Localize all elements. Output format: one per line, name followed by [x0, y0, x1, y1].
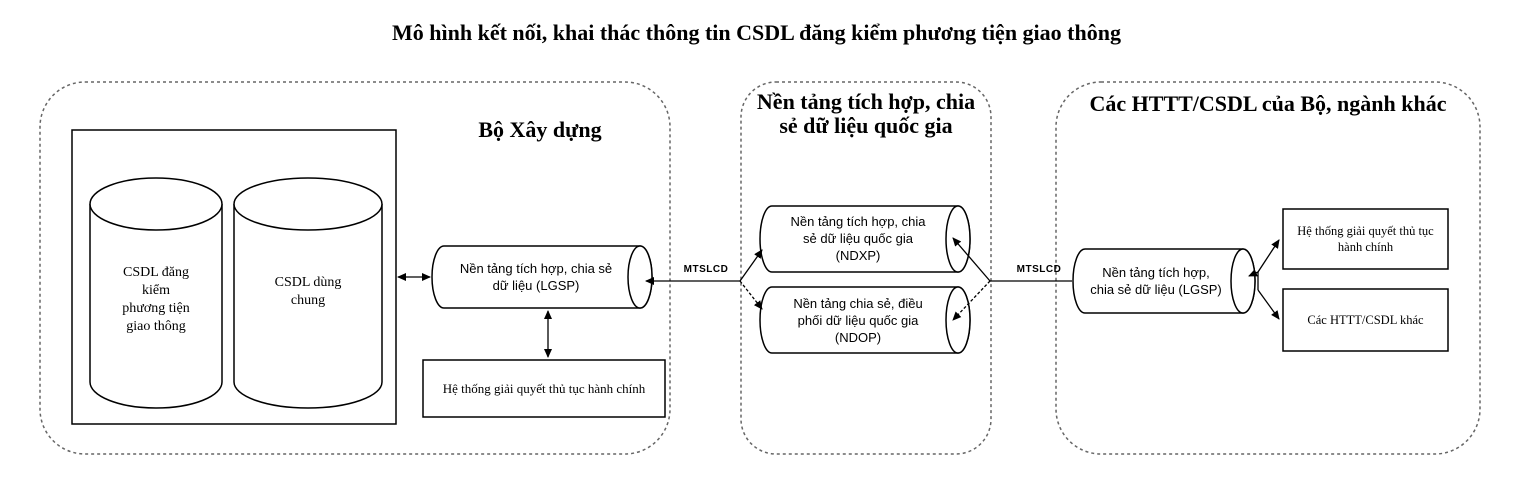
connector-label-right: MTSLCD [1016, 264, 1062, 275]
admin-system-left-box [422, 359, 666, 418]
platform-ndxp-line1: Nền tảng tích hợp, chia [790, 213, 926, 229]
platform-ndop-label: Nền tảng chia sẻ, điều phối dữ liệu quốc… [762, 290, 954, 350]
page-title: Mô hình kết nối, khai thác thông tin CSD… [392, 20, 1121, 45]
group-national-title-line2: sẻ dữ liệu quốc gia [779, 113, 953, 138]
arrow-lgsp-right-split [1248, 269, 1259, 277]
arrow-from-ndxp [952, 237, 991, 282]
arrow-to-ndop [739, 280, 763, 310]
database-shared-label: CSDL dùng chung [234, 272, 382, 312]
platform-ndxp-cylinder [759, 205, 971, 273]
platform-lgsp-right-line1: Nền tảng tích hợp, [1102, 265, 1210, 280]
platform-ndop-line3: (NDOP) [834, 329, 882, 345]
database-shared-line1: CSDL dùng [274, 275, 342, 290]
admin-system-right-line1: Hệ thống giải quyết thủ tục [1297, 224, 1434, 238]
database-registry-label: CSDL đăng kiểm phương tiện giao thông [90, 255, 222, 345]
platform-ndxp-line3: (NDXP) [835, 247, 881, 263]
database-registry-line4: giao thông [126, 319, 186, 334]
platform-lgsp-left-label: Nền tảng tích hợp, chia sẻ dữ liệu (LGSP… [436, 257, 636, 297]
platform-lgsp-right-cylinder [1072, 248, 1256, 314]
platform-ndxp-label: Nền tảng tích hợp, chia sẻ dữ liệu quốc … [762, 208, 954, 268]
arrow-to-other-systems [1257, 289, 1280, 320]
admin-system-right-line2: hành chính [1337, 240, 1394, 254]
platform-lgsp-right-label: Nền tảng tích hợp, chia sẻ dữ liệu (LGSP… [1075, 261, 1237, 301]
other-systems-label: Các HTTT/CSDL khác [1307, 313, 1424, 327]
platform-ndop-line2: phối dữ liệu quốc gia [797, 312, 919, 328]
database-registry-cylinder [89, 177, 223, 409]
group-national-title-line1: Nền tảng tích hợp, chia [756, 89, 976, 114]
platform-lgsp-left-line1: Nền tảng tích hợp, chia sẻ [459, 261, 613, 276]
group-national-title: Nền tảng tích hợp, chia sẻ dữ liệu quốc … [741, 90, 991, 138]
platform-lgsp-right-line2: chia sẻ dữ liệu (LGSP) [1090, 282, 1222, 297]
database-registry-line2: kiểm [142, 283, 170, 298]
admin-system-left-label: Hệ thống giải quyết thủ tục hành chính [442, 380, 646, 396]
database-registry-line3: phương tiện [122, 301, 190, 316]
group-ministry-container [39, 81, 671, 455]
arrow-to-ndxp [739, 249, 763, 282]
group-others-container [1055, 81, 1481, 455]
arrow-from-ndop [952, 280, 991, 321]
other-systems-box [1282, 288, 1449, 352]
admin-system-right-box [1282, 208, 1449, 270]
platform-lgsp-left-line2: dữ liệu (LGSP) [492, 278, 580, 293]
database-registry-line1: CSDL đăng [123, 265, 189, 280]
group-others-title: Các HTTT/CSDL của Bộ, ngành khác [1089, 91, 1447, 116]
platform-ndxp-line2: sẻ dữ liệu quốc gia [803, 230, 913, 246]
database-shared-cylinder [233, 177, 383, 409]
connector-label-left: MTSLCD [683, 264, 729, 275]
platform-lgsp-left-cylinder [431, 245, 653, 309]
arrow-to-admin-right [1257, 239, 1280, 273]
group-ministry-title: Bộ Xây dựng [478, 117, 602, 142]
platform-ndop-line1: Nền tảng chia sẻ, điều [793, 295, 923, 311]
admin-system-right-label: Hệ thống giải quyết thủ tục hành chính [1283, 209, 1448, 269]
group-national-container [740, 81, 992, 455]
database-shared-line2: chung [290, 293, 326, 308]
